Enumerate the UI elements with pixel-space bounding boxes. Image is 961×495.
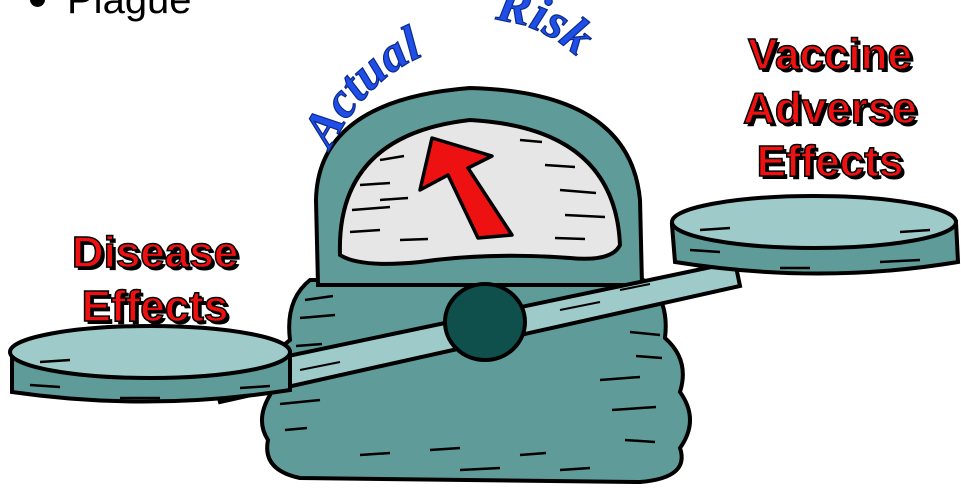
vaccine-adverse-effects-label: Vaccine Adverse Effects	[700, 28, 960, 189]
pivot-knob	[445, 284, 525, 360]
right-pan	[672, 196, 958, 274]
bullet-dot-icon	[30, 0, 45, 7]
disease-label-line-1: Disease	[35, 226, 275, 280]
left-pan	[10, 326, 290, 402]
bullet-item: Plague	[30, 0, 192, 23]
bullet-text: Plague	[67, 0, 192, 22]
vaccine-label-line-2: Adverse	[700, 82, 960, 136]
gauge-word-risk: Risk	[492, 0, 605, 65]
vaccine-label-line-1: Vaccine	[700, 28, 960, 82]
disease-effects-label: Disease Effects	[35, 226, 275, 333]
disease-label-line-2: Effects	[35, 280, 275, 334]
vaccine-label-line-3: Effects	[700, 135, 960, 189]
